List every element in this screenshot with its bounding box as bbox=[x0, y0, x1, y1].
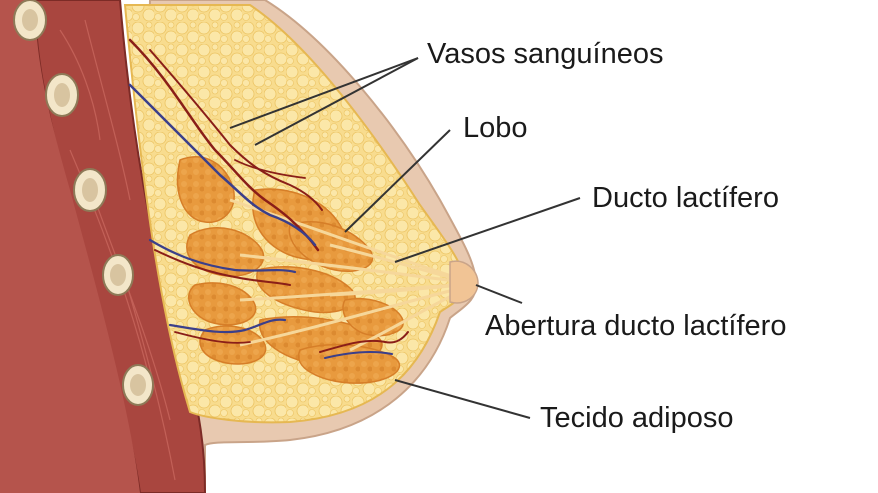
label-adipose-tissue: Tecido adiposo bbox=[540, 404, 733, 433]
label-lactiferous-duct: Ducto lactífero bbox=[592, 184, 779, 213]
leader-abertura bbox=[476, 285, 522, 303]
leader-tecido bbox=[395, 380, 530, 418]
label-duct-opening: Abertura ducto lactífero bbox=[485, 312, 786, 341]
label-lobe: Lobo bbox=[463, 114, 528, 143]
label-blood-vessels: Vasos sanguíneos bbox=[427, 40, 663, 69]
